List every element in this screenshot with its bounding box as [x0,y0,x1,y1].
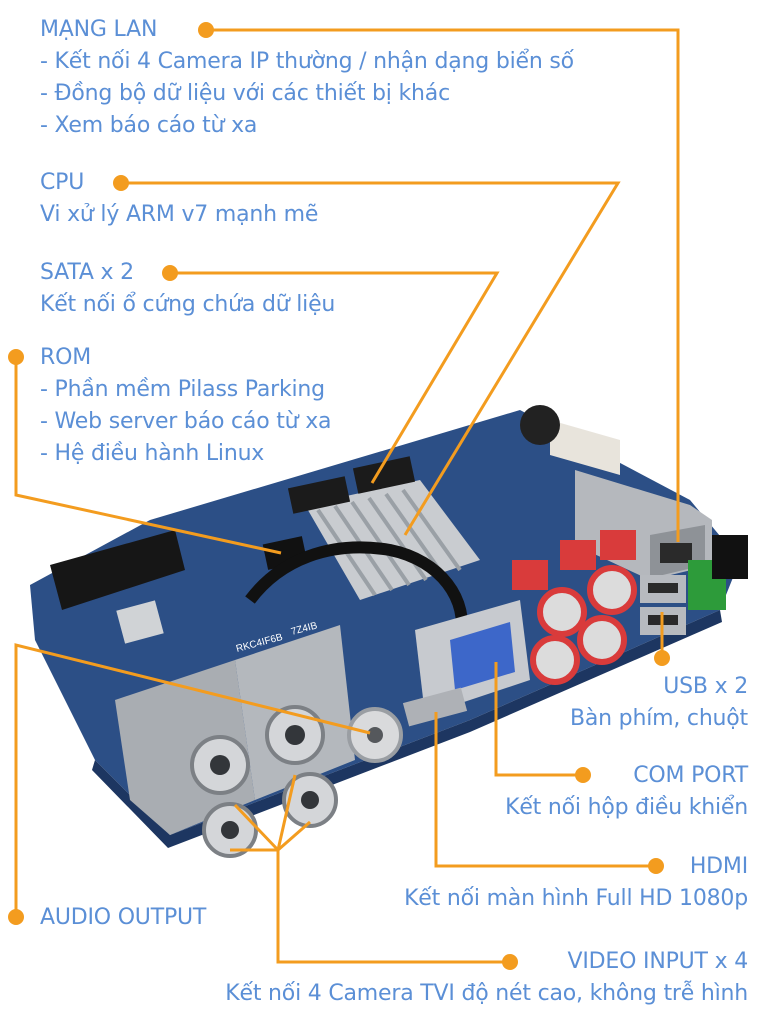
dot-audio [8,909,24,925]
dot-rom [8,349,24,365]
leader-video-base [276,850,510,964]
hdmi-port-icon [402,687,468,727]
dot-usb [654,650,670,666]
callout-hdmi: HDMI Kết nối màn hình Full HD 1080p [404,851,748,915]
rca-audio-jacks [512,530,637,685]
callout-lan-title: MẠNG LAN [40,17,158,42]
leader-lan [206,28,680,542]
leader-dots [8,22,670,970]
callout-cpu: CPU Vi xử lý ARM v7 mạnh mẽ [40,167,318,231]
dot-video [502,954,518,970]
power-jack [712,535,748,579]
callout-video: VIDEO INPUT x 4 Kết nối 4 Camera TVI độ … [225,946,748,1010]
callout-video-title: VIDEO INPUT x 4 [567,949,749,974]
leader-video-4 [277,820,311,852]
callout-sata-title: SATA x 2 [40,260,134,285]
dot-lan [198,22,214,38]
callout-sata-line-1: Kết nối ổ cứng chứa dữ liệu [40,292,336,317]
leader-hdmi [434,712,656,868]
callout-lan-line-3: - Xem báo cáo từ xa [40,113,258,138]
callout-hdmi-line-1: Kết nối màn hình Full HD 1080p [404,886,748,911]
callout-usb: USB x 2 Bàn phím, chuột [570,671,748,735]
dot-hdmi [648,858,664,874]
pcb-edge [92,610,722,848]
leader-cpu [121,181,621,536]
leader-video-3 [276,774,297,851]
callout-hdmi-title: HDMI [689,854,748,879]
leader-audio [14,643,371,917]
callout-cpu-title: CPU [40,170,85,195]
dot-cpu [113,175,129,191]
callout-cpu-line-1: Vi xử lý ARM v7 mạnh mẽ [40,202,319,227]
vga-cable [245,541,468,642]
leader-lines [14,28,680,964]
callout-rom-line-1: - Phần mềm Pilass Parking [40,377,325,402]
crystal [116,600,164,644]
bnc-connectors [190,705,338,858]
gpio-header [50,530,185,610]
callout-com: COM PORT Kết nối hộp điều khiển [505,760,748,824]
header-connector [550,420,620,475]
callout-rom-line-2: - Web server báo cáo từ xa [40,409,332,434]
leader-sata [170,271,500,484]
callout-com-title: COM PORT [633,763,748,788]
callout-rom: ROM - Phần mềm Pilass Parking - Web serv… [40,342,332,470]
callout-sata: SATA x 2 Kết nối ổ cứng chứa dữ liệu [40,257,335,321]
buzzer [520,405,560,445]
callout-video-line-1: Kết nối 4 Camera TVI độ nét cao, không t… [225,981,748,1006]
leader-rom [14,357,282,555]
callout-usb-line-1: Bàn phím, chuột [569,706,748,731]
callout-lan-line-2: - Đồng bộ dữ liệu với các thiết bị khác [40,81,450,106]
sata-connector-2 [352,456,416,494]
sata-connector-1 [287,476,351,514]
callout-audio: AUDIO OUTPUT [40,902,206,934]
dot-sata [162,265,178,281]
callout-rom-title: ROM [40,345,91,370]
callout-rom-line-3: - Hệ điều hành Linux [40,441,265,466]
audio-output-jack-hole [367,727,383,743]
leader-com [494,662,583,777]
callout-usb-title: USB x 2 [663,674,748,699]
leader-video-1 [233,803,280,852]
callout-lan-line-1: - Kết nối 4 Camera IP thường / nhận dạng… [40,49,574,74]
callout-lan: MẠNG LAN - Kết nối 4 Camera IP thường / … [40,14,574,142]
callout-audio-title: AUDIO OUTPUT [40,905,207,930]
vga-port-icon [415,600,530,715]
dot-com [575,767,591,783]
callout-com-line-1: Kết nối hộp điều khiển [505,795,748,820]
